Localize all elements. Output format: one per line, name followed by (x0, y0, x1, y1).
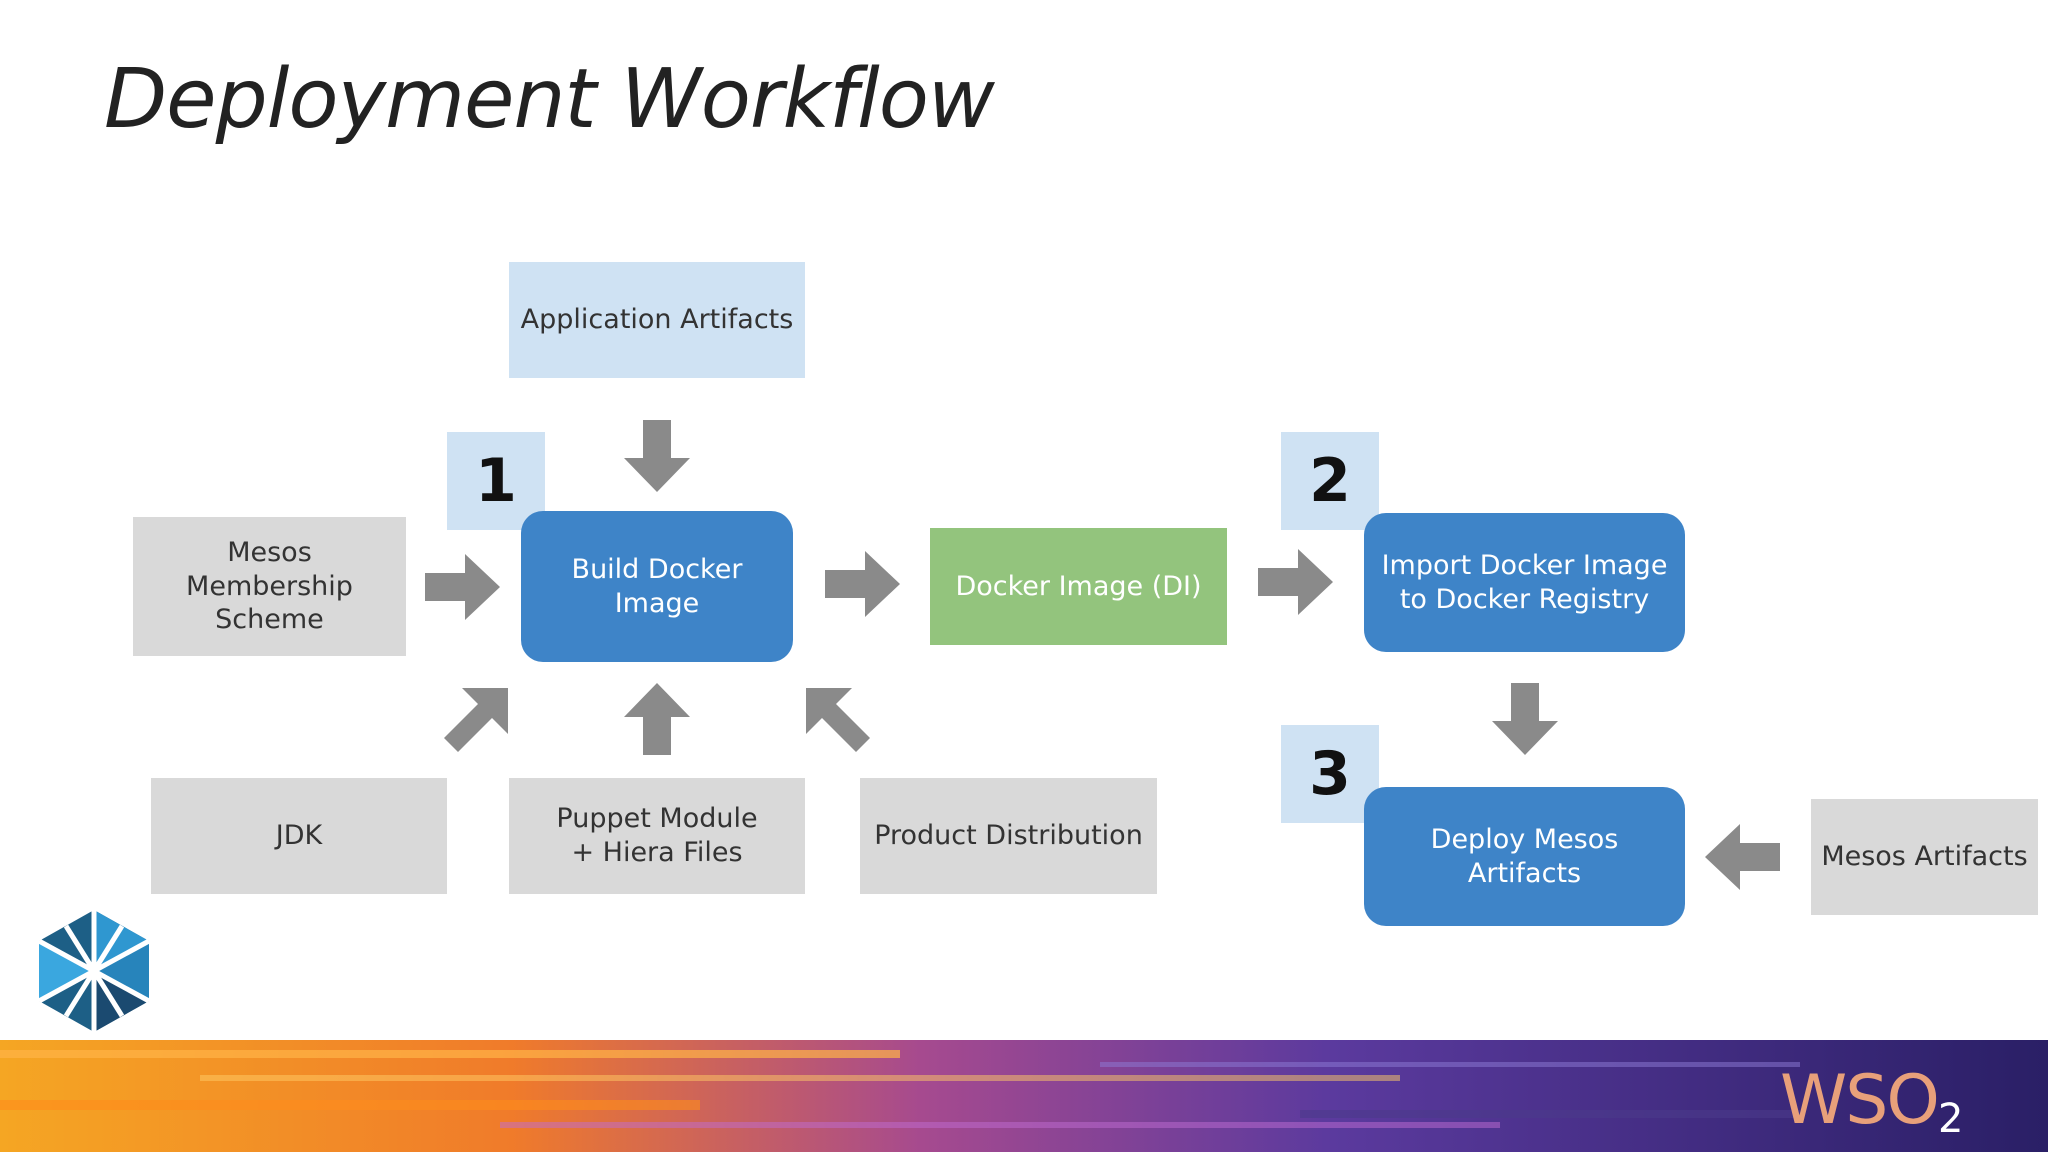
deploy-mesos-artifacts-box: Deploy Mesos Artifacts (1364, 787, 1685, 926)
arrow-left-icon (1705, 824, 1780, 890)
arrow-diagonal-up-left-icon (806, 688, 870, 752)
jdk-box: JDK (151, 778, 447, 894)
import-docker-line-1: Import Docker Image (1381, 549, 1668, 581)
application-artifacts-label: Application Artifacts (520, 304, 794, 336)
wso2-brand-subscript: 2 (1937, 1096, 1963, 1142)
step-1-badge: 1 (447, 432, 545, 530)
slide-title: Deployment Workflow (104, 52, 995, 147)
arrow-down-icon (1492, 683, 1558, 755)
step-3-badge: 3 (1281, 725, 1379, 823)
puppet-module-line-1: Puppet Module (556, 803, 758, 835)
build-docker-image-box: Build Docker Image (521, 511, 793, 662)
build-docker-line-2: Image (614, 587, 700, 619)
arrow-right-icon (425, 554, 500, 620)
deploy-mesos-line-1: Deploy Mesos (1430, 823, 1619, 855)
arrow-up-icon (624, 683, 690, 755)
bottom-gradient-band (0, 1040, 2048, 1152)
jdk-label: JDK (275, 820, 323, 852)
build-docker-line-1: Build Docker (571, 553, 743, 585)
arrow-down-icon (624, 420, 690, 492)
mesos-membership-line-3: Scheme (215, 604, 324, 636)
hexagon-logo-icon (37, 910, 151, 1032)
docker-image-label: Docker Image (DI) (955, 570, 1202, 602)
arrow-diagonal-up-right-icon (444, 688, 508, 752)
wso2-brand-text: WSO (1780, 1060, 1940, 1140)
mesos-membership-line-1: Mesos (227, 536, 312, 568)
deploy-mesos-line-2: Artifacts (1467, 857, 1582, 889)
arrow-right-icon (825, 551, 900, 617)
step-2-badge: 2 (1281, 432, 1379, 530)
import-docker-image-box: Import Docker Image to Docker Registry (1364, 513, 1685, 652)
mesos-membership-scheme-box: Mesos Membership Scheme (133, 517, 406, 656)
arrow-right-icon (1258, 549, 1333, 615)
application-artifacts-box: Application Artifacts (509, 262, 805, 378)
import-docker-line-2: to Docker Registry (1399, 583, 1650, 615)
puppet-module-line-2: + Hiera Files (571, 837, 743, 868)
puppet-module-box: Puppet Module + Hiera Files (509, 778, 805, 894)
mesos-membership-line-2: Membership (186, 570, 353, 602)
product-distribution-label: Product Distribution (874, 820, 1143, 852)
docker-image-box: Docker Image (DI) (930, 528, 1227, 645)
mesos-artifacts-box: Mesos Artifacts (1811, 799, 2038, 915)
product-distribution-box: Product Distribution (860, 778, 1157, 894)
mesos-artifacts-label: Mesos Artifacts (1821, 841, 2028, 873)
